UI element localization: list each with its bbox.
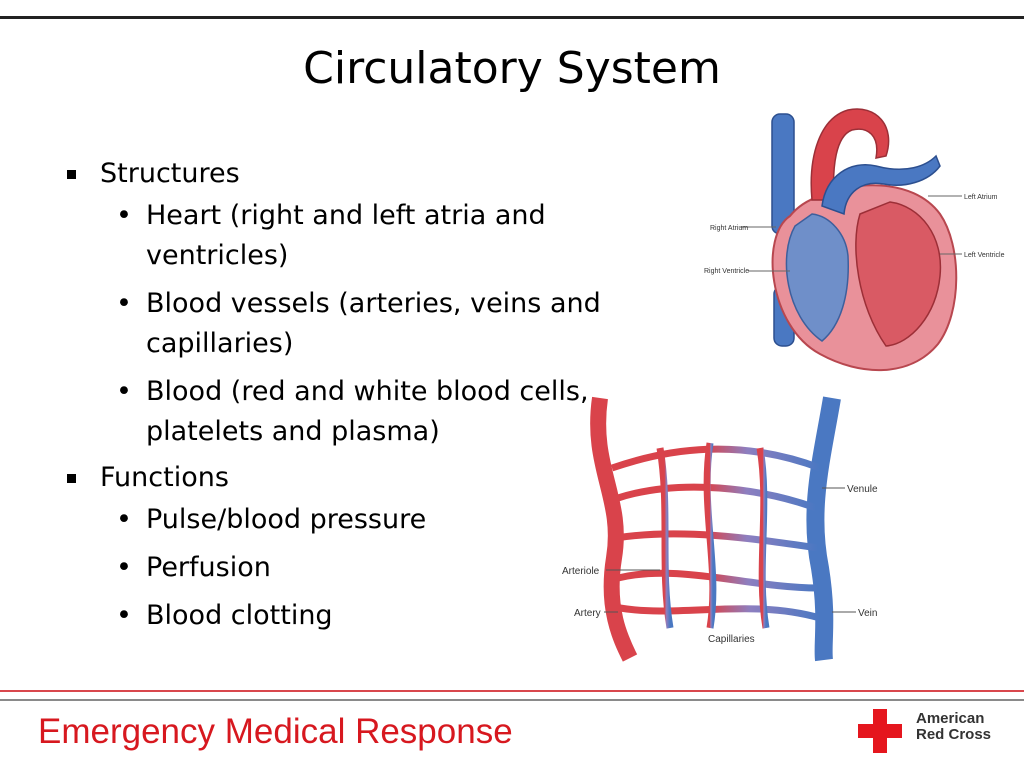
vein-label: Vein xyxy=(858,608,877,619)
pulmonary-artery-shape xyxy=(821,154,941,216)
square-bullet-icon xyxy=(67,474,76,483)
sub-bullet-text: Blood (red and white blood cells, platel… xyxy=(146,376,589,447)
sub-bullet-text: Perfusion xyxy=(146,552,271,583)
right-ventricle-shape xyxy=(785,213,849,342)
artery-label: Artery xyxy=(574,608,601,619)
sub-bullet: • Blood vessels (arteries, veins and capi… xyxy=(100,284,602,364)
bullet-label: Functions xyxy=(100,462,229,493)
aorta-shape xyxy=(810,108,890,201)
top-rule xyxy=(0,16,1024,19)
right-atrium-label: Right Atrium xyxy=(710,225,748,232)
red-cross-icon xyxy=(858,709,902,753)
footer-gray-rule xyxy=(0,699,1024,701)
left-atrium-label: Left Atrium xyxy=(964,194,998,201)
artery-vessel xyxy=(590,396,638,662)
bullet-label: Structures xyxy=(100,158,240,189)
dot-bullet-icon: • xyxy=(116,288,132,319)
sub-list: • Heart (right and left atria and ventric… xyxy=(100,196,602,452)
slide-title: Circulatory System xyxy=(303,43,721,94)
sub-bullet-text: Blood vessels (arteries, veins and capil… xyxy=(146,288,601,359)
dot-bullet-icon: • xyxy=(116,600,132,631)
bullet-functions: Functions • Pulse/blood pressure • Perfusi… xyxy=(62,462,602,636)
dot-bullet-icon: • xyxy=(116,552,132,583)
dot-bullet-icon: • xyxy=(116,504,132,535)
sub-bullet-text: Blood clotting xyxy=(146,600,333,631)
heart-illustration: Left Atrium Right Atrium Right Ventricle… xyxy=(704,108,1005,371)
sub-bullet: • Pulse/blood pressure xyxy=(100,500,602,540)
left-ventricle-label: Left Ventricle xyxy=(964,252,1005,259)
sub-list: • Pulse/blood pressure • Perfusion • Blood … xyxy=(100,500,602,636)
sub-bullet: • Heart (right and left atria and ventric… xyxy=(100,196,602,276)
sub-bullet: • Perfusion xyxy=(100,548,602,588)
square-bullet-icon xyxy=(67,170,76,179)
footer-title: Emergency Medical Response xyxy=(38,712,513,751)
capillaries-label: Capillaries xyxy=(708,634,755,645)
dot-bullet-icon: • xyxy=(116,200,132,231)
bullet-structures: Structures • Heart (right and left atria … xyxy=(62,158,602,452)
venule-label: Venule xyxy=(847,484,878,495)
bullet-list: Structures • Heart (right and left atria … xyxy=(62,148,602,644)
logo-wordmark: American Red Cross xyxy=(916,711,991,743)
arteriole-label: Arteriole xyxy=(562,566,600,577)
sub-bullet-text: Pulse/blood pressure xyxy=(146,504,427,535)
vein-vessel xyxy=(806,396,841,662)
capillary-illustration: Venule Arteriole Artery Vein Capillaries xyxy=(562,396,878,662)
capillary-network xyxy=(610,442,822,629)
right-ventricle-label: Right Ventricle xyxy=(704,268,749,275)
left-ventricle-shape xyxy=(855,201,942,347)
sub-bullet-text: Heart (right and left atria and ventricl… xyxy=(146,200,546,271)
logo-line-1: American xyxy=(916,710,985,727)
logo-line-2: Red Cross xyxy=(916,726,992,743)
footer-red-rule xyxy=(0,690,1024,692)
dot-bullet-icon: • xyxy=(116,376,132,407)
red-cross-logo: American Red Cross xyxy=(858,706,1008,756)
sub-bullet: • Blood (red and white blood cells, plate… xyxy=(100,372,602,452)
sub-bullet: • Blood clotting xyxy=(100,596,602,636)
